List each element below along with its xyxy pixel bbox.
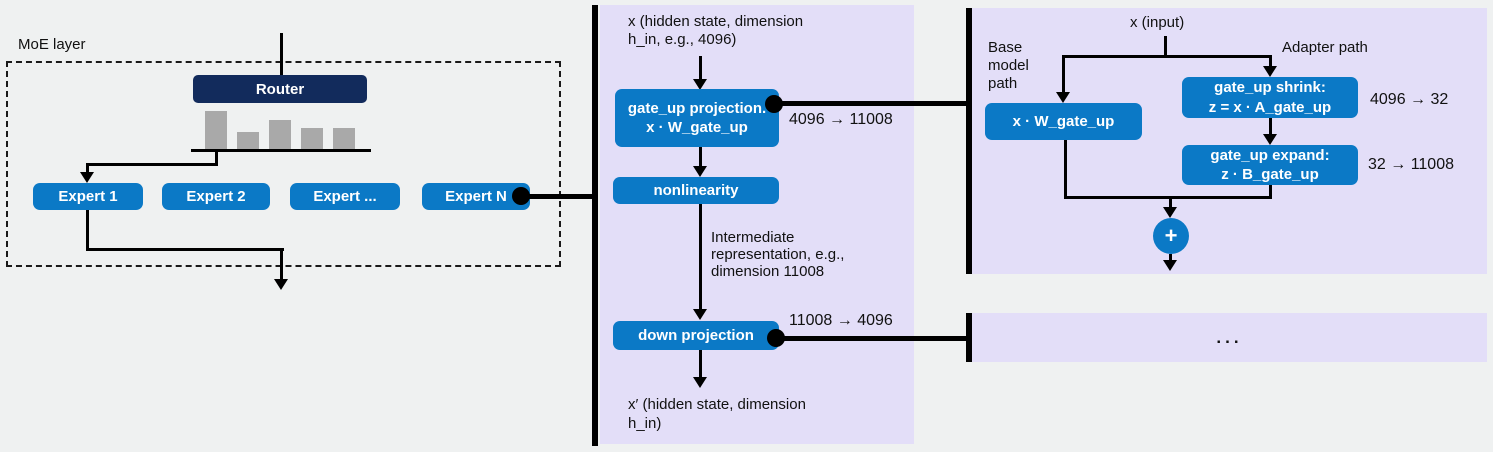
adapter-branch-arrowhead bbox=[1263, 66, 1277, 77]
base-model-path-label: Base model path bbox=[988, 39, 1029, 93]
merge-line bbox=[1064, 196, 1272, 199]
router-weights-chart bbox=[205, 110, 365, 150]
input-line-into-router bbox=[280, 33, 283, 75]
sum-out-line bbox=[1169, 254, 1172, 260]
down-to-output-arrowhead bbox=[693, 377, 707, 388]
expand-dims-label: 32 → 11008 bbox=[1368, 156, 1454, 173]
expert-n-label: Expert N bbox=[445, 187, 507, 205]
expert-2-box: Expert 2 bbox=[162, 183, 270, 210]
expand-out-line bbox=[1269, 185, 1272, 199]
gateup-projection-box: gate_up projection. x · W_gate_up bbox=[615, 89, 779, 147]
base-wgateup-box: x · W_gate_up bbox=[985, 103, 1142, 140]
expert-n-connector-line bbox=[521, 194, 598, 199]
base-model-path-line3: path bbox=[988, 75, 1018, 92]
gateup-expand-line2: z · B_gate_up bbox=[1221, 166, 1319, 183]
down-projection-label: down projection bbox=[638, 326, 754, 344]
expert1-out-line-h bbox=[86, 248, 284, 251]
gateup-expand-line1: gate_up expand: bbox=[1210, 146, 1330, 164]
expert1-out-arrowhead bbox=[274, 279, 288, 290]
router-weight-bar bbox=[333, 128, 355, 150]
down-projection-box: down projection bbox=[613, 321, 779, 350]
expert-detail-input-label: x (hidden state, dimension h_in, e.g., 4… bbox=[628, 13, 803, 49]
gateup-expand-box: gate_up expand: z · B_gate_up bbox=[1182, 145, 1358, 185]
nonlinearity-label: nonlinearity bbox=[653, 181, 739, 199]
gateup-shrink-line2: z = x · A_gate_up bbox=[1208, 98, 1332, 116]
input-to-gateup-line bbox=[699, 56, 702, 79]
router-to-expert1-arrowhead bbox=[80, 172, 94, 183]
expert-detail-panel bbox=[600, 5, 914, 444]
router-to-expert1-line-h bbox=[86, 163, 218, 166]
more-panel-label: ... bbox=[1216, 327, 1243, 347]
expert-detail-left-bar bbox=[592, 5, 598, 446]
base-wgateup-label: x · W_gate_up bbox=[1012, 112, 1115, 130]
expert-2-label: Expert 2 bbox=[186, 187, 246, 205]
gateup-to-nonlinearity-arrowhead bbox=[693, 166, 707, 177]
plus-icon: + bbox=[1164, 222, 1178, 248]
router-box: Router bbox=[193, 75, 367, 103]
base-model-path-line1: Base bbox=[988, 39, 1023, 56]
nonlinearity-to-down-line bbox=[699, 204, 702, 309]
moe-layer-title: MoE layer bbox=[18, 36, 86, 53]
expert-1-label: Expert 1 bbox=[58, 187, 118, 205]
router-to-expert1-line-v1 bbox=[215, 150, 218, 166]
expert-detail-input-line2: h_in, e.g., 4096) bbox=[628, 31, 737, 48]
base-branch-line bbox=[1062, 55, 1065, 92]
expert-1-box: Expert 1 bbox=[33, 183, 143, 210]
gateup-projection-line1: gate_up projection. bbox=[627, 99, 767, 117]
expert-detail-output-label: x′ (hidden state, dimension h_in) bbox=[628, 395, 806, 433]
shrink-to-expand-line bbox=[1269, 118, 1272, 134]
adapter-input-label: x (input) bbox=[1130, 14, 1185, 31]
base-branch-arrowhead bbox=[1056, 92, 1070, 103]
sum-out-arrowhead bbox=[1163, 260, 1177, 271]
intermediate-line3: dimension 11008 bbox=[711, 263, 825, 280]
router-weight-bar bbox=[237, 132, 259, 150]
intermediate-line1: Intermediate bbox=[711, 229, 795, 246]
shrink-to-expand-arrowhead bbox=[1263, 134, 1277, 145]
adapter-path-label: Adapter path bbox=[1282, 39, 1368, 56]
adapter-split-line bbox=[1062, 55, 1272, 58]
merge-to-sum-line bbox=[1169, 196, 1172, 207]
expert1-out-line-v2 bbox=[280, 248, 283, 279]
input-to-gateup-arrowhead bbox=[693, 79, 707, 90]
down-dims-label: 11008 → 4096 bbox=[789, 312, 893, 329]
expert-ellipsis-label: Expert ... bbox=[313, 187, 377, 205]
shrink-dims-label: 4096 → 32 bbox=[1370, 91, 1449, 108]
nonlinearity-to-down-arrowhead bbox=[693, 309, 707, 320]
router-weights-baseline bbox=[191, 149, 371, 152]
gateup-shrink-box: gate_up shrink: z = x · A_gate_up bbox=[1182, 77, 1358, 118]
router-to-expert1-line-v2 bbox=[86, 163, 89, 174]
base-out-line bbox=[1064, 140, 1067, 199]
intermediate-line2: representation, e.g., bbox=[711, 246, 845, 263]
gateup-projection-line2: x · W_gate_up bbox=[646, 119, 748, 136]
expert-ellipsis-box: Expert ... bbox=[290, 183, 400, 210]
adapter-detail-left-bar bbox=[966, 8, 972, 274]
adapter-branch-line bbox=[1269, 55, 1272, 66]
router-weight-bar bbox=[205, 111, 227, 150]
adapter-input-stem-line bbox=[1164, 36, 1167, 57]
expert1-out-line-v1 bbox=[86, 210, 89, 251]
base-model-path-line2: model bbox=[988, 57, 1029, 74]
router-weight-bar bbox=[269, 120, 291, 150]
nonlinearity-box: nonlinearity bbox=[613, 177, 779, 204]
sum-circle: + bbox=[1153, 218, 1189, 254]
router-weight-bar bbox=[301, 128, 323, 150]
expert-detail-output-line1: x′ (hidden state, dimension bbox=[628, 396, 806, 413]
gateup-dims-label: 4096 → 11008 bbox=[789, 111, 893, 128]
down-connector-line bbox=[776, 336, 966, 341]
down-to-output-line bbox=[699, 350, 702, 377]
more-panel: ... bbox=[972, 313, 1487, 362]
intermediate-representation-label: Intermediate representation, e.g., dimen… bbox=[711, 229, 844, 280]
merge-to-sum-arrowhead bbox=[1163, 207, 1177, 218]
expert-detail-output-line2: h_in) bbox=[628, 415, 662, 432]
gateup-to-nonlinearity-line bbox=[699, 147, 702, 166]
moe-layer-dashed-border bbox=[6, 61, 561, 267]
expert-detail-input-line1: x (hidden state, dimension bbox=[628, 13, 804, 30]
router-label: Router bbox=[255, 80, 305, 98]
adapter-detail-panel bbox=[972, 8, 1487, 274]
more-panel-left-bar bbox=[966, 313, 972, 362]
gateup-connector-line bbox=[774, 101, 966, 106]
gateup-shrink-line1: gate_up shrink: bbox=[1214, 79, 1326, 96]
